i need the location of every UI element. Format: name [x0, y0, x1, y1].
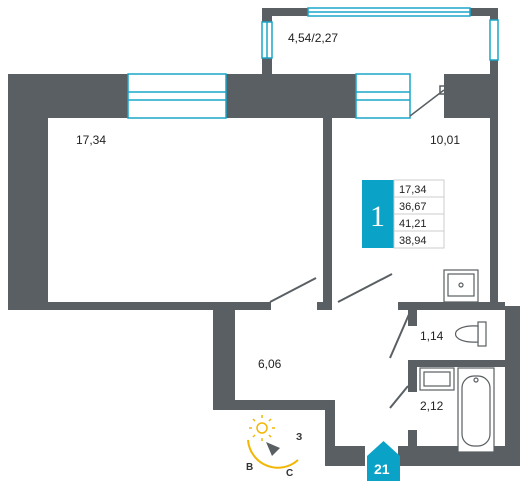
- kitchen-door: [337, 273, 393, 303]
- fixtures: [419, 269, 495, 453]
- hall-bottom-wall: [213, 400, 335, 410]
- living-bottom-wall: [8, 302, 271, 310]
- compass-needle-icon: [266, 442, 280, 456]
- entrance-marker: 21: [367, 441, 400, 481]
- entrance-house-icon: [367, 441, 400, 481]
- bath-door: [389, 385, 409, 409]
- bath-left-wall: [408, 366, 417, 392]
- compass-south: С: [286, 468, 293, 479]
- summary-value: 41,21: [399, 218, 427, 230]
- bathroom-area: 2,12: [420, 399, 444, 413]
- living-window: [127, 73, 227, 119]
- summary-value: 17,34: [399, 184, 427, 196]
- left-wall: [8, 74, 48, 302]
- summary-value: 38,94: [399, 235, 427, 247]
- wc-bath-divider: [408, 360, 505, 367]
- doors: [269, 273, 411, 409]
- entrance-wall-left: [325, 446, 365, 466]
- compass: З В С: [246, 415, 302, 479]
- hall-right-bottom: [325, 400, 335, 456]
- entrance-number: 21: [374, 461, 390, 477]
- main-wall-top-right: [444, 74, 498, 118]
- summary-value: 36,67: [399, 201, 427, 213]
- kitchen-sink: [443, 269, 479, 303]
- compass-arc-icon: [247, 439, 299, 469]
- partition-living-kitchen: [323, 118, 332, 302]
- sun-icon: [249, 415, 275, 441]
- main-wall-top-mid: [226, 74, 356, 118]
- kitchen-bottom-wall: [398, 302, 505, 310]
- room-labels: 4,54/2,27 17,34 10,01 6,06 1,14 2,12: [76, 31, 460, 413]
- wc-left-wall: [408, 302, 417, 326]
- compass-east: З: [296, 432, 302, 443]
- wc-door: [389, 311, 411, 359]
- balcony-window-right: [489, 19, 499, 61]
- kitchen-window: [355, 73, 411, 119]
- area-summary: 1 17,34 36,67 41,21 38,94: [362, 179, 445, 249]
- right-wall-upper: [490, 74, 498, 306]
- living-door: [269, 277, 317, 303]
- right-wall-lower: [505, 306, 520, 466]
- rooms-count: 1: [370, 200, 385, 233]
- bathtub: [457, 367, 495, 453]
- left-stub: [8, 302, 48, 310]
- wc-area: 1,14: [420, 329, 444, 343]
- toilet: [455, 321, 487, 347]
- balcony-area: 4,54/2,27: [288, 31, 338, 45]
- washbasin: [419, 367, 455, 391]
- balcony-door: [409, 85, 449, 117]
- windows: [127, 7, 499, 119]
- kitchen-area: 10,01: [430, 133, 460, 147]
- hall-left-wall: [213, 302, 235, 410]
- bath-left-wall-lower: [408, 430, 417, 456]
- compass-west: В: [246, 462, 253, 473]
- rooms-count-badge: [362, 180, 394, 248]
- walls: [8, 8, 520, 466]
- living-room-area: 17,34: [76, 133, 106, 147]
- door-stub: [317, 302, 332, 310]
- hall-area: 6,06: [258, 357, 282, 371]
